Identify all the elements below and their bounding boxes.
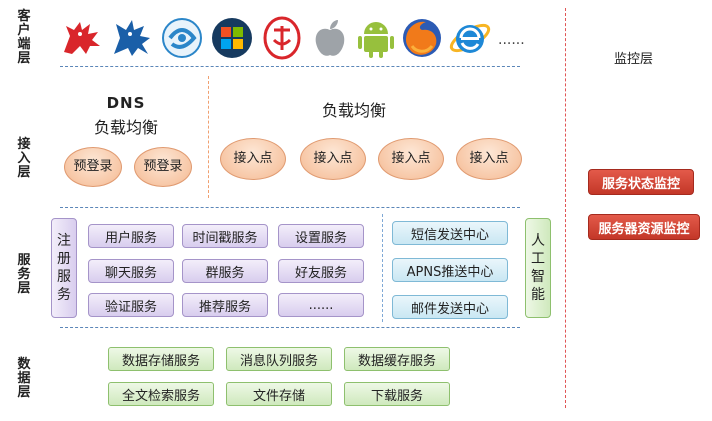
prelogin-node: 预登录 <box>134 147 192 187</box>
service-recommend: 推荐服务 <box>182 293 268 317</box>
apns-center: APNS推送中心 <box>392 258 508 282</box>
sms-center: 短信发送中心 <box>392 221 508 245</box>
service-timestamp: 时间戳服务 <box>182 224 268 248</box>
access-point-node: 接入点 <box>220 138 286 180</box>
prelogin-node: 预登录 <box>64 147 122 187</box>
dns-title: DNS <box>106 94 146 112</box>
message-queue-service: 消息队列服务 <box>226 347 332 371</box>
access-divider <box>208 76 209 198</box>
email-center: 邮件发送中心 <box>392 295 508 319</box>
layer-label-service: 服务层 <box>17 253 31 296</box>
data-cache-service: 数据缓存服务 <box>344 347 450 371</box>
dns-subtitle: 负载均衡 <box>93 118 158 137</box>
windows-logo-icon <box>212 18 252 58</box>
access-point-node: 接入点 <box>456 138 522 180</box>
service-verify: 验证服务 <box>88 293 174 317</box>
layer-label-client: 客户端层 <box>17 9 31 66</box>
client-ellipsis: ...... <box>498 32 525 48</box>
separator-service-data <box>60 327 520 328</box>
service-status-monitor: 服务状态监控 <box>588 169 694 195</box>
service-group: 群服务 <box>182 259 268 283</box>
fulltext-search-service: 全文检索服务 <box>108 382 214 406</box>
access-point-node: 接入点 <box>300 138 366 180</box>
data-storage-service: 数据存储服务 <box>108 347 214 371</box>
blue-beast-icon <box>114 20 150 56</box>
ai-service: 人工智能 <box>525 218 551 318</box>
dns-load-balancer: DNS 负载均衡 <box>56 94 196 138</box>
android-logo-icon <box>358 22 394 58</box>
register-service: 注册服务 <box>51 218 77 318</box>
internet-explorer-logo-icon <box>449 23 491 53</box>
monitor-layer-title: 监控层 <box>614 52 654 67</box>
monitor-divider <box>565 8 566 408</box>
access-point-node: 接入点 <box>378 138 444 180</box>
red-dragon-icon <box>64 22 100 54</box>
separator-client-access <box>60 66 520 67</box>
service-chat: 聊天服务 <box>88 259 174 283</box>
layer-label-data: 数据层 <box>17 357 31 400</box>
file-storage-service: 文件存储 <box>226 382 332 406</box>
server-resource-monitor: 服务器资源监控 <box>588 214 700 240</box>
layer-label-access: 接入层 <box>17 137 31 180</box>
service-divider <box>382 214 383 322</box>
service-settings: 设置服务 <box>278 224 364 248</box>
load-balancer-title: 负载均衡 <box>322 101 387 120</box>
apple-logo-icon <box>315 20 345 56</box>
service-friends: 好友服务 <box>278 259 364 283</box>
service-more: ...... <box>278 293 364 317</box>
separator-access-service <box>60 207 520 208</box>
download-service: 下载服务 <box>344 382 450 406</box>
firefox-logo-icon <box>403 19 441 57</box>
service-user: 用户服务 <box>88 224 174 248</box>
swirl-logo-icon <box>162 18 202 58</box>
red-seal-logo-icon <box>263 16 301 60</box>
